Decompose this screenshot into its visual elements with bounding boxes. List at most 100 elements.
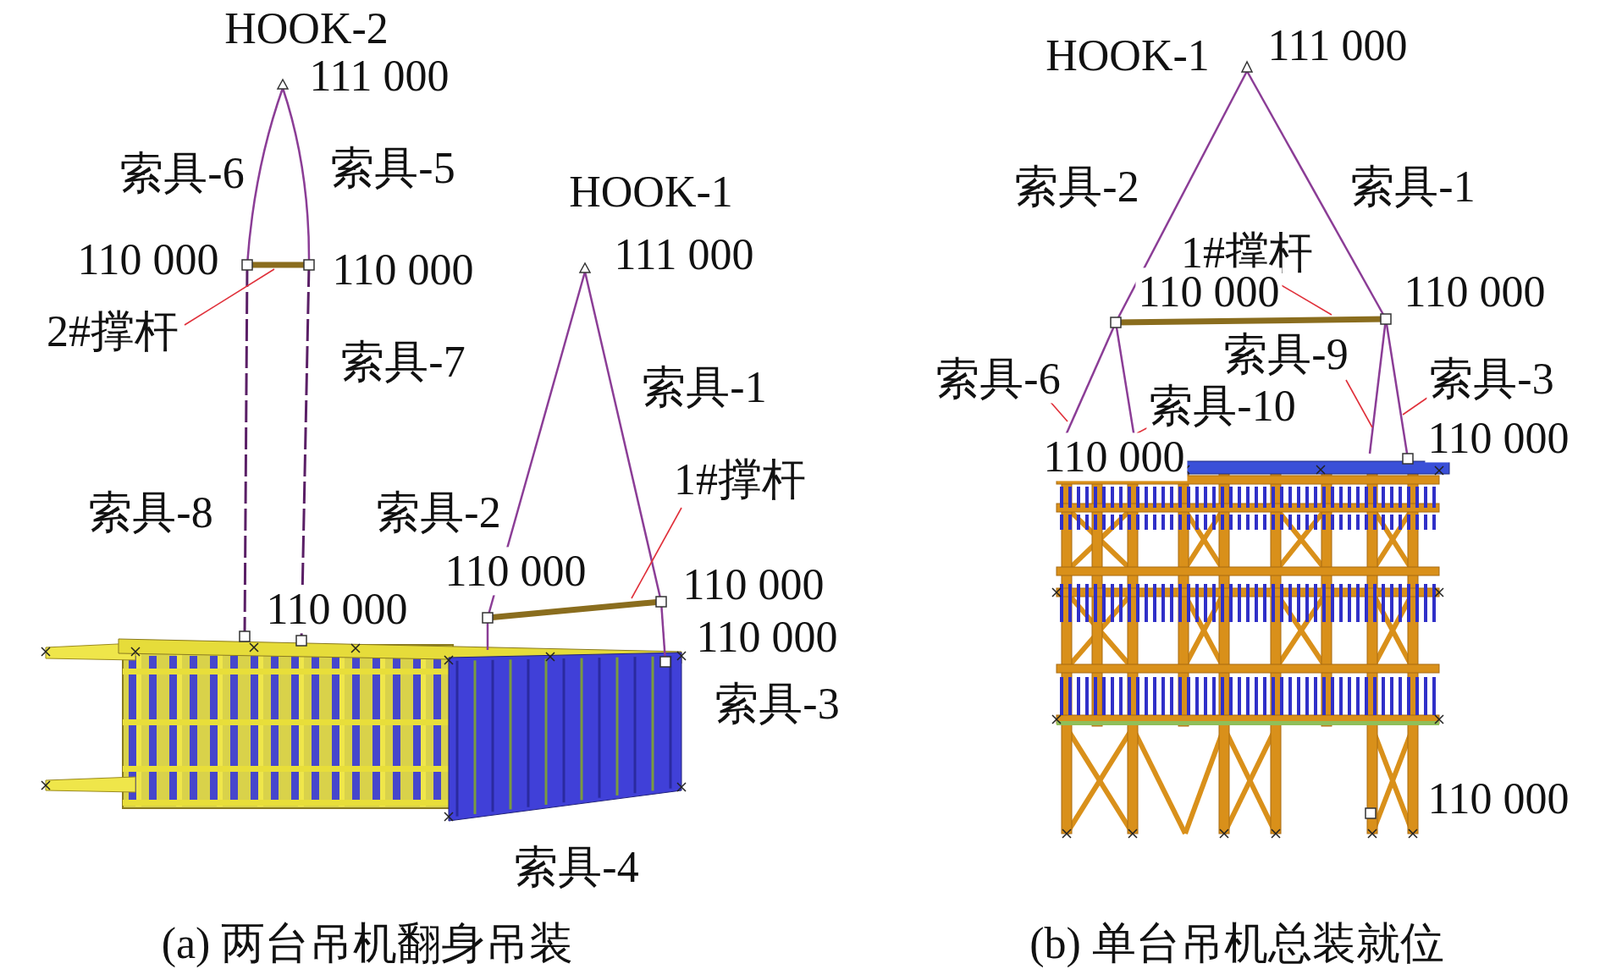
equipment-item	[1237, 584, 1242, 623]
equipment-item	[1373, 486, 1377, 508]
equipment-item	[1390, 514, 1394, 530]
node-cross	[444, 812, 453, 822]
equipment-item	[1076, 584, 1081, 623]
part-label: 2#撑杆	[44, 307, 182, 356]
equipment-item	[1347, 677, 1352, 716]
equipment-item	[1330, 486, 1335, 508]
equipment-item	[1059, 514, 1064, 530]
equipment-item	[1203, 514, 1208, 530]
equipment-item	[1373, 677, 1377, 716]
node-marker	[482, 612, 493, 624]
cantilever	[45, 777, 136, 793]
part-label: 索具-5	[327, 143, 458, 193]
equipment-item	[1398, 514, 1402, 530]
equipment-item	[1423, 514, 1428, 530]
equipment-item	[1093, 584, 1098, 623]
equipment-item	[1415, 486, 1419, 508]
equipment-item	[1178, 514, 1182, 530]
equipment-item	[1229, 677, 1233, 716]
equipment-item	[1068, 514, 1072, 530]
equipment-item	[1280, 677, 1284, 716]
frame-beam	[122, 800, 453, 806]
leader-line	[1402, 397, 1428, 415]
equipment-column	[311, 656, 320, 802]
equipment-item	[1330, 584, 1335, 623]
equipment-item	[1144, 584, 1148, 623]
equipment-item	[1406, 514, 1411, 530]
equipment-item	[1271, 584, 1275, 623]
node-marker	[242, 259, 253, 271]
face-stripe	[491, 660, 495, 812]
equipment-item	[1339, 486, 1343, 508]
hook-symbol	[277, 79, 288, 89]
equipment-item	[1288, 514, 1292, 530]
equipment-item	[1373, 584, 1377, 623]
module-structure-b	[1051, 461, 1450, 839]
equipment-item	[1153, 514, 1157, 530]
equipment-item	[1347, 486, 1352, 508]
part-label: 111 000	[1264, 21, 1410, 70]
equipment-item	[1330, 514, 1335, 530]
node-cross	[677, 783, 686, 792]
subfigure-caption: (a) 两台吊机翻身吊装	[159, 919, 577, 968]
equipment-item	[1178, 677, 1182, 716]
equipment-item	[1212, 677, 1216, 716]
node-cross	[546, 652, 555, 662]
equipment-item	[1237, 486, 1242, 508]
equipment-item	[1169, 584, 1174, 623]
node-marker	[1402, 453, 1413, 464]
equipment-item	[1423, 486, 1428, 508]
part-label: 索具-9	[1220, 330, 1351, 379]
sling-line	[301, 264, 309, 641]
equipment-item	[1212, 486, 1216, 508]
node-cross	[1434, 466, 1444, 475]
equipment-item	[1195, 677, 1199, 716]
leader-line	[631, 507, 682, 599]
equipment-item	[1313, 677, 1318, 716]
part-label: 索具-1	[639, 363, 769, 412]
part-label: 110 000	[263, 584, 410, 634]
equipment-item	[1144, 514, 1148, 530]
equipment-item	[1195, 584, 1199, 623]
equipment-item	[1347, 514, 1352, 530]
equipment-item	[1161, 677, 1165, 716]
part-label: 索具-8	[85, 488, 216, 537]
sling-line	[1369, 319, 1386, 454]
equipment-column	[372, 656, 381, 802]
frame-beam	[122, 766, 453, 773]
equipment-item	[1246, 584, 1250, 623]
face-stripe	[474, 660, 477, 815]
node-cross	[1368, 829, 1377, 839]
node-cross	[1219, 829, 1229, 839]
leader-line	[1274, 281, 1332, 315]
node-marker	[239, 631, 250, 642]
equipment-item	[1059, 677, 1064, 716]
node-cross	[444, 656, 453, 665]
equipment-item	[1364, 677, 1369, 716]
bracing	[1066, 728, 1133, 834]
equipment-column	[169, 656, 177, 802]
equipment-item	[1229, 486, 1233, 508]
module-block	[122, 645, 453, 809]
equipment-item	[1415, 677, 1419, 716]
equipment-item	[1153, 584, 1157, 623]
part-label: HOOK-2	[221, 4, 392, 53]
hook-symbol	[1241, 61, 1253, 72]
part-label: HOOK-1	[566, 167, 736, 216]
equipment-item	[1263, 486, 1267, 508]
equipment-item	[1322, 514, 1326, 530]
equipment-item	[1186, 486, 1191, 508]
equipment-item	[1110, 677, 1115, 716]
equipment-item	[1432, 486, 1436, 508]
equipment-item	[1212, 514, 1216, 530]
equipment-item	[1102, 514, 1106, 530]
equipment-item	[1381, 486, 1385, 508]
equipment-item	[1305, 514, 1309, 530]
node-cross	[1128, 829, 1137, 839]
node-cross	[41, 781, 50, 790]
equipment-item	[1364, 584, 1369, 623]
part-label: HOOK-1	[1042, 31, 1213, 80]
equipment-item	[1296, 514, 1301, 530]
part-label: 索具-3	[711, 679, 842, 729]
